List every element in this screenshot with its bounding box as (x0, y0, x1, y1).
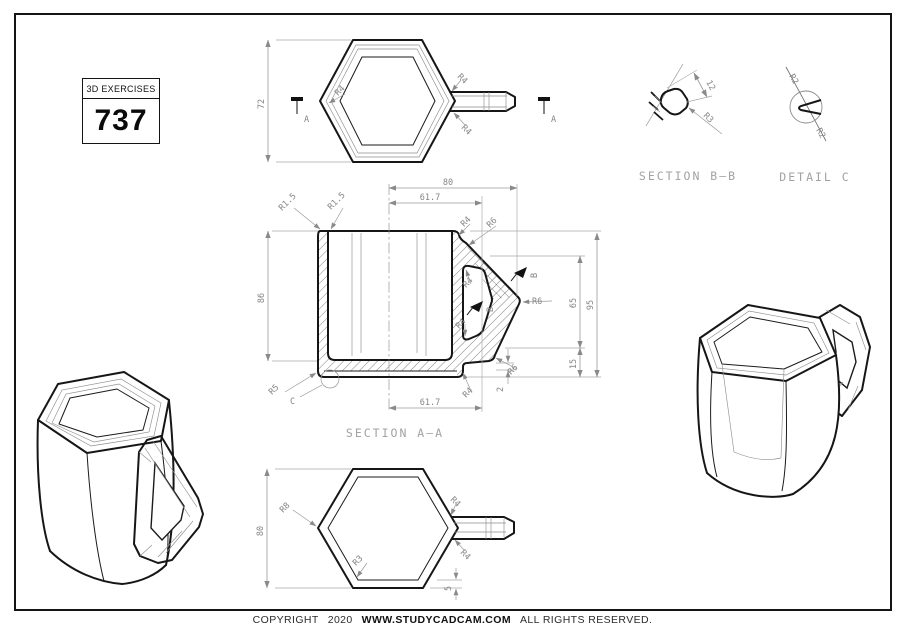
radius-r6-right: R6 (532, 297, 542, 307)
radius-r4-rim: R4 (459, 215, 473, 229)
mug-rim-face (37, 371, 170, 454)
dim-72: 72 (257, 99, 267, 109)
dim-15: 15 (569, 359, 579, 369)
cut-label-a-left: A (304, 115, 309, 125)
dim-65: 65 (569, 298, 579, 308)
dim-80-top: 80 (443, 178, 453, 188)
cut-label-a-right: A (551, 115, 556, 125)
magnified-foot-profile (798, 99, 822, 115)
dim-95: 95 (586, 300, 596, 310)
section-cut-marker-a-right: A (538, 97, 556, 125)
handle-hole-outline (462, 264, 493, 341)
top-view-handle (449, 91, 516, 112)
handle-hole (150, 460, 185, 542)
radius-r3-bb: R3 (701, 111, 715, 125)
detail-c-view: R2 R2 DETAIL C (779, 66, 850, 184)
sheet-border (14, 13, 892, 611)
exercise-series-label: 3D EXERCISES (82, 78, 160, 99)
bottom-view: 80 R8 R3 R4 R4 5 (256, 468, 515, 600)
cavity-outline (327, 230, 453, 361)
radius-r15-right: R1.5 (326, 191, 348, 213)
copyright-footer: COPYRIGHT 2020 WWW.STUDYCADCAM.COM ALL R… (0, 614, 905, 626)
radius-r6-rim: R6 (485, 216, 499, 230)
detail-c-mark: C (290, 397, 295, 407)
section-aa-title: SECTION A–A (346, 426, 444, 440)
dim-12: 12 (703, 79, 717, 93)
dim-line-12 (693, 72, 708, 98)
iso-view-right (696, 304, 871, 498)
radius-r4-bhandle-bottom: R4 (458, 548, 472, 562)
radius-r8: R8 (278, 501, 292, 515)
rights-label: ALL RIGHTS RESERVED. (520, 614, 653, 626)
section-bb-view: 12 R3 SECTION B–B (639, 63, 737, 183)
detail-c-title: DETAIL C (779, 170, 850, 184)
cut-label-b-1: B (530, 273, 540, 278)
iso-view-left (36, 371, 204, 585)
section-cut-marker-b-1: B (510, 267, 540, 282)
bottom-view-handle (451, 516, 515, 540)
mug-section-outline (317, 230, 521, 378)
radius-r4-handle-bottom: R4 (459, 123, 473, 137)
radius-r4-handle-top: R4 (455, 72, 469, 86)
radius-r4-inner: R4 (333, 84, 347, 98)
top-view: 72 R4 R4 R4 A A (257, 39, 556, 163)
website-link[interactable]: WWW.STUDYCADCAM.COM (361, 614, 512, 626)
handle-cross-section (659, 87, 689, 116)
copyright-year: 2020 (327, 614, 353, 626)
cut-label-b-2: B (486, 307, 496, 312)
radius-r2-bottom: R2 (813, 127, 827, 141)
section-bb-title: SECTION B–B (639, 169, 737, 183)
top-view-outer-hex (319, 39, 456, 163)
radius-r15-left: R1.5 (277, 192, 299, 214)
copyright-label: COPYRIGHT (252, 614, 319, 626)
bottom-view-inner-hex (327, 476, 449, 581)
radius-r3-bottom: R3 (351, 554, 365, 568)
radius-r5: R5 (267, 383, 281, 397)
section-cut-marker-b-2: B (466, 301, 496, 316)
dim-61-7-bottom: 61.7 (420, 398, 440, 408)
top-view-cavity-hex (339, 56, 436, 146)
mug-handle (133, 435, 204, 564)
detail-c-callout-circle (320, 369, 340, 389)
radius-r2-top: R2 (786, 73, 800, 87)
dim-86: 86 (257, 293, 267, 303)
radius-r4-foot: R4 (461, 386, 475, 400)
section-cut-marker-a-left: A (291, 97, 309, 125)
dim-2: 2 (496, 387, 506, 392)
radius-r4-bhandle-top: R4 (448, 495, 462, 509)
title-block: 3D EXERCISES 737 (82, 78, 160, 144)
mug-rim-face-right (699, 304, 837, 382)
dim-61-7-top: 61.7 (420, 193, 440, 203)
exercise-number: 737 (82, 99, 160, 144)
section-aa-view: 80 61.7 86 95 65 15 2 61.7 R1.5 R1.5 R4 … (257, 178, 601, 440)
bottom-view-outer-hex (317, 468, 459, 589)
dim-80-bottom-view: 80 (256, 526, 266, 536)
detail-circle (789, 90, 823, 124)
dim-5: 5 (444, 586, 454, 591)
section-hatch (318, 231, 520, 377)
